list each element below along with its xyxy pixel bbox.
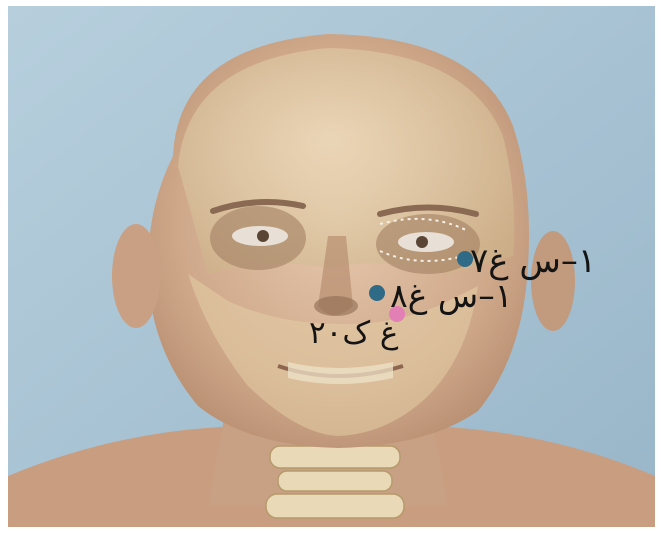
acupoint-marker-2 <box>369 285 385 301</box>
acupoint-label-3: غ ک٢٠ <box>309 318 398 349</box>
cervical-vertebrae <box>266 446 404 518</box>
acupoint-label-1: ١–س غ٧ <box>470 244 596 278</box>
acupoint-label-2: ١–س غ٨ <box>390 279 512 312</box>
left-ear <box>112 224 160 328</box>
